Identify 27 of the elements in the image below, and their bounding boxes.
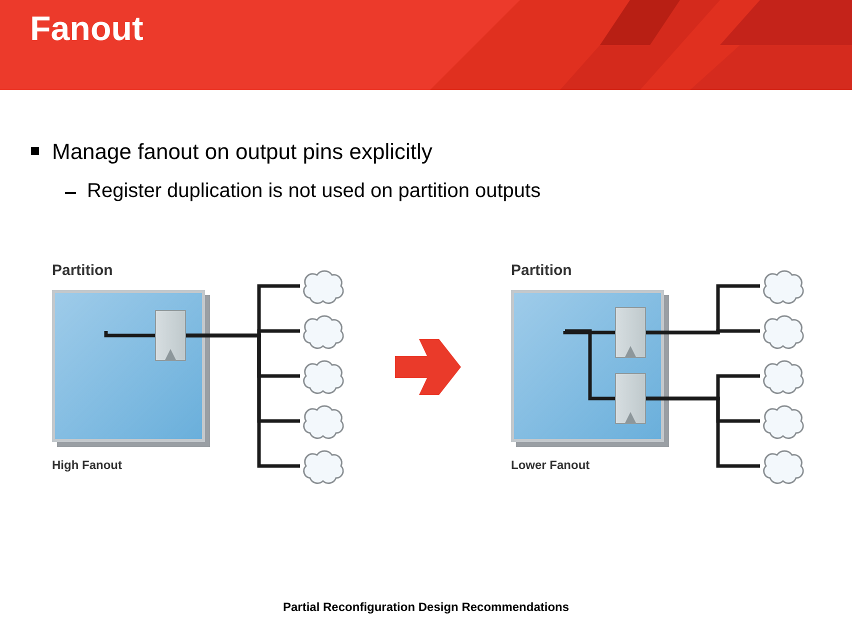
wire-line: [646, 329, 760, 334]
wire-line: [646, 396, 760, 468]
register-block: [615, 307, 646, 358]
cloud-shape: [760, 312, 806, 350]
bullet-text: Manage fanout on output pins explicitly: [52, 139, 432, 165]
partition-label: Lower Fanout: [511, 458, 590, 472]
wire-line: [565, 329, 615, 400]
cloud-shape: [760, 402, 806, 440]
slide-title: Fanout: [30, 10, 144, 49]
cloud-shape: [300, 447, 346, 485]
cloud-shape: [760, 447, 806, 485]
wire-line: [563, 329, 615, 334]
cloud-shape: [300, 312, 346, 350]
partition-label: High Fanout: [52, 458, 122, 472]
wire-line: [186, 334, 300, 468]
wire-line: [104, 329, 155, 338]
cloud-shape: [760, 357, 806, 395]
cloud-shape: [300, 267, 346, 305]
partition-title: Partition: [511, 262, 572, 279]
cloud-shape: [760, 267, 806, 305]
cloud-shape: [300, 357, 346, 395]
bullet-text: Register duplication is not used on partition outputs: [87, 180, 541, 203]
register-block: [615, 373, 646, 424]
footer-text: Partial Reconfiguration Design Recommendations: [283, 600, 570, 614]
partition-title: Partition: [52, 262, 113, 279]
register-block: [155, 310, 186, 361]
cloud-shape: [300, 402, 346, 440]
